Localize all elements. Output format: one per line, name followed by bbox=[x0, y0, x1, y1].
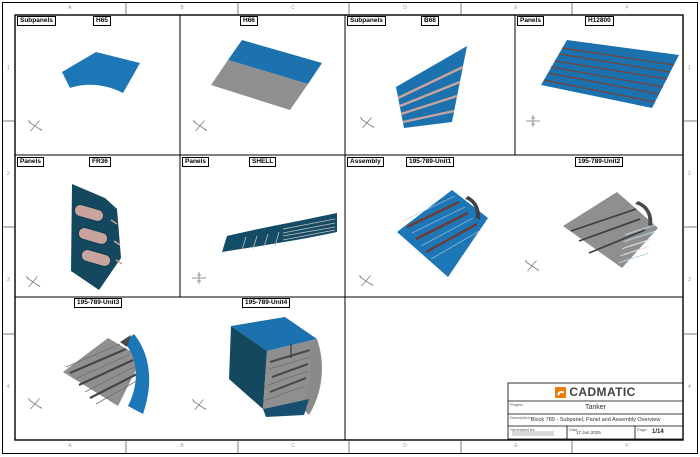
category-label-subpanels: Subpanels bbox=[347, 16, 386, 26]
date-value: 17.Jun.2025 bbox=[576, 430, 601, 435]
view-unit4-graphic bbox=[229, 317, 322, 417]
category-label-subpanels: Subpanels bbox=[17, 16, 56, 26]
view-name-label-h66: H66 bbox=[240, 16, 258, 26]
page-label: Page: bbox=[637, 427, 648, 432]
zone-letter-top: A bbox=[68, 5, 72, 11]
zone-letter-top: C bbox=[291, 5, 295, 11]
zone-number-right: 4 bbox=[688, 384, 691, 390]
generated-by-value-redacted bbox=[512, 431, 554, 436]
view-h66-graphic bbox=[211, 40, 322, 110]
view-name-label-unit1: 195-789-Unit1 bbox=[406, 157, 455, 167]
view-name-label-h65: H65 bbox=[93, 16, 111, 26]
zone-number-right: 2 bbox=[688, 171, 691, 177]
zone-letter-bottom: C bbox=[291, 443, 295, 449]
zone-number-right: 3 bbox=[688, 277, 691, 283]
zone-letter-top: D bbox=[403, 5, 407, 11]
description-label: Description: bbox=[510, 415, 532, 420]
view-name-label-shell: SHELL bbox=[249, 157, 277, 167]
view-fr36-graphic bbox=[71, 184, 123, 290]
zone-letter-top: E bbox=[514, 5, 518, 11]
view-name-label-unit3: 195-789-Unit3 bbox=[74, 298, 123, 308]
view-name-label-h12800: H12800 bbox=[585, 16, 614, 26]
category-label-panels: Panels bbox=[182, 157, 209, 167]
category-label-panels: Panels bbox=[17, 157, 44, 167]
view-name-label-unit2: 195-789-Unit2 bbox=[575, 157, 624, 167]
zone-number-left: 4 bbox=[7, 384, 10, 390]
view-name-label-fr36: FR36 bbox=[89, 157, 111, 167]
date-label: Date: bbox=[569, 427, 579, 432]
zone-number-left: 3 bbox=[7, 277, 10, 283]
cadmatic-logo-text: CADMATIC bbox=[569, 385, 636, 399]
zone-number-left: 1 bbox=[7, 65, 10, 71]
view-name-label-unit4: 195-789-Unit4 bbox=[242, 298, 291, 308]
view-h65-graphic bbox=[62, 52, 140, 93]
project-label: Project: bbox=[510, 402, 524, 407]
view-name-label-b68: B68 bbox=[421, 16, 439, 26]
project-value: Tanker bbox=[584, 404, 606, 411]
title-block-frame bbox=[507, 382, 684, 440]
description-value: Block 789 - Subpanel, Panel and Assembly… bbox=[530, 417, 661, 423]
zone-letter-bottom: E bbox=[514, 443, 518, 449]
zone-letter-bottom: B bbox=[180, 443, 184, 449]
view-shell-graphic bbox=[222, 213, 337, 252]
zone-letter-top: B bbox=[180, 5, 184, 11]
cadmatic-logo-icon bbox=[555, 386, 567, 398]
zone-number-left: 2 bbox=[7, 171, 10, 177]
zone-letter-bottom: D bbox=[403, 443, 407, 449]
view-unit2-graphic bbox=[563, 192, 658, 268]
zone-letter-bottom: A bbox=[68, 443, 72, 449]
category-label-assembly: Assembly bbox=[347, 157, 384, 167]
zone-letter-top: F bbox=[625, 5, 629, 11]
generated-by-label: Generated by: bbox=[510, 427, 536, 432]
zone-letter-bottom: F bbox=[625, 443, 629, 449]
cadmatic-logo: CADMATIC bbox=[508, 385, 683, 399]
view-b68-graphic bbox=[396, 46, 467, 128]
view-unit1-graphic bbox=[397, 190, 488, 277]
view-unit3-graphic bbox=[63, 334, 150, 414]
category-label-panels: Panels bbox=[517, 16, 544, 26]
zone-number-right: 1 bbox=[688, 65, 691, 71]
view-h12800-graphic bbox=[541, 40, 679, 108]
page-value: 1/14 bbox=[652, 429, 664, 435]
